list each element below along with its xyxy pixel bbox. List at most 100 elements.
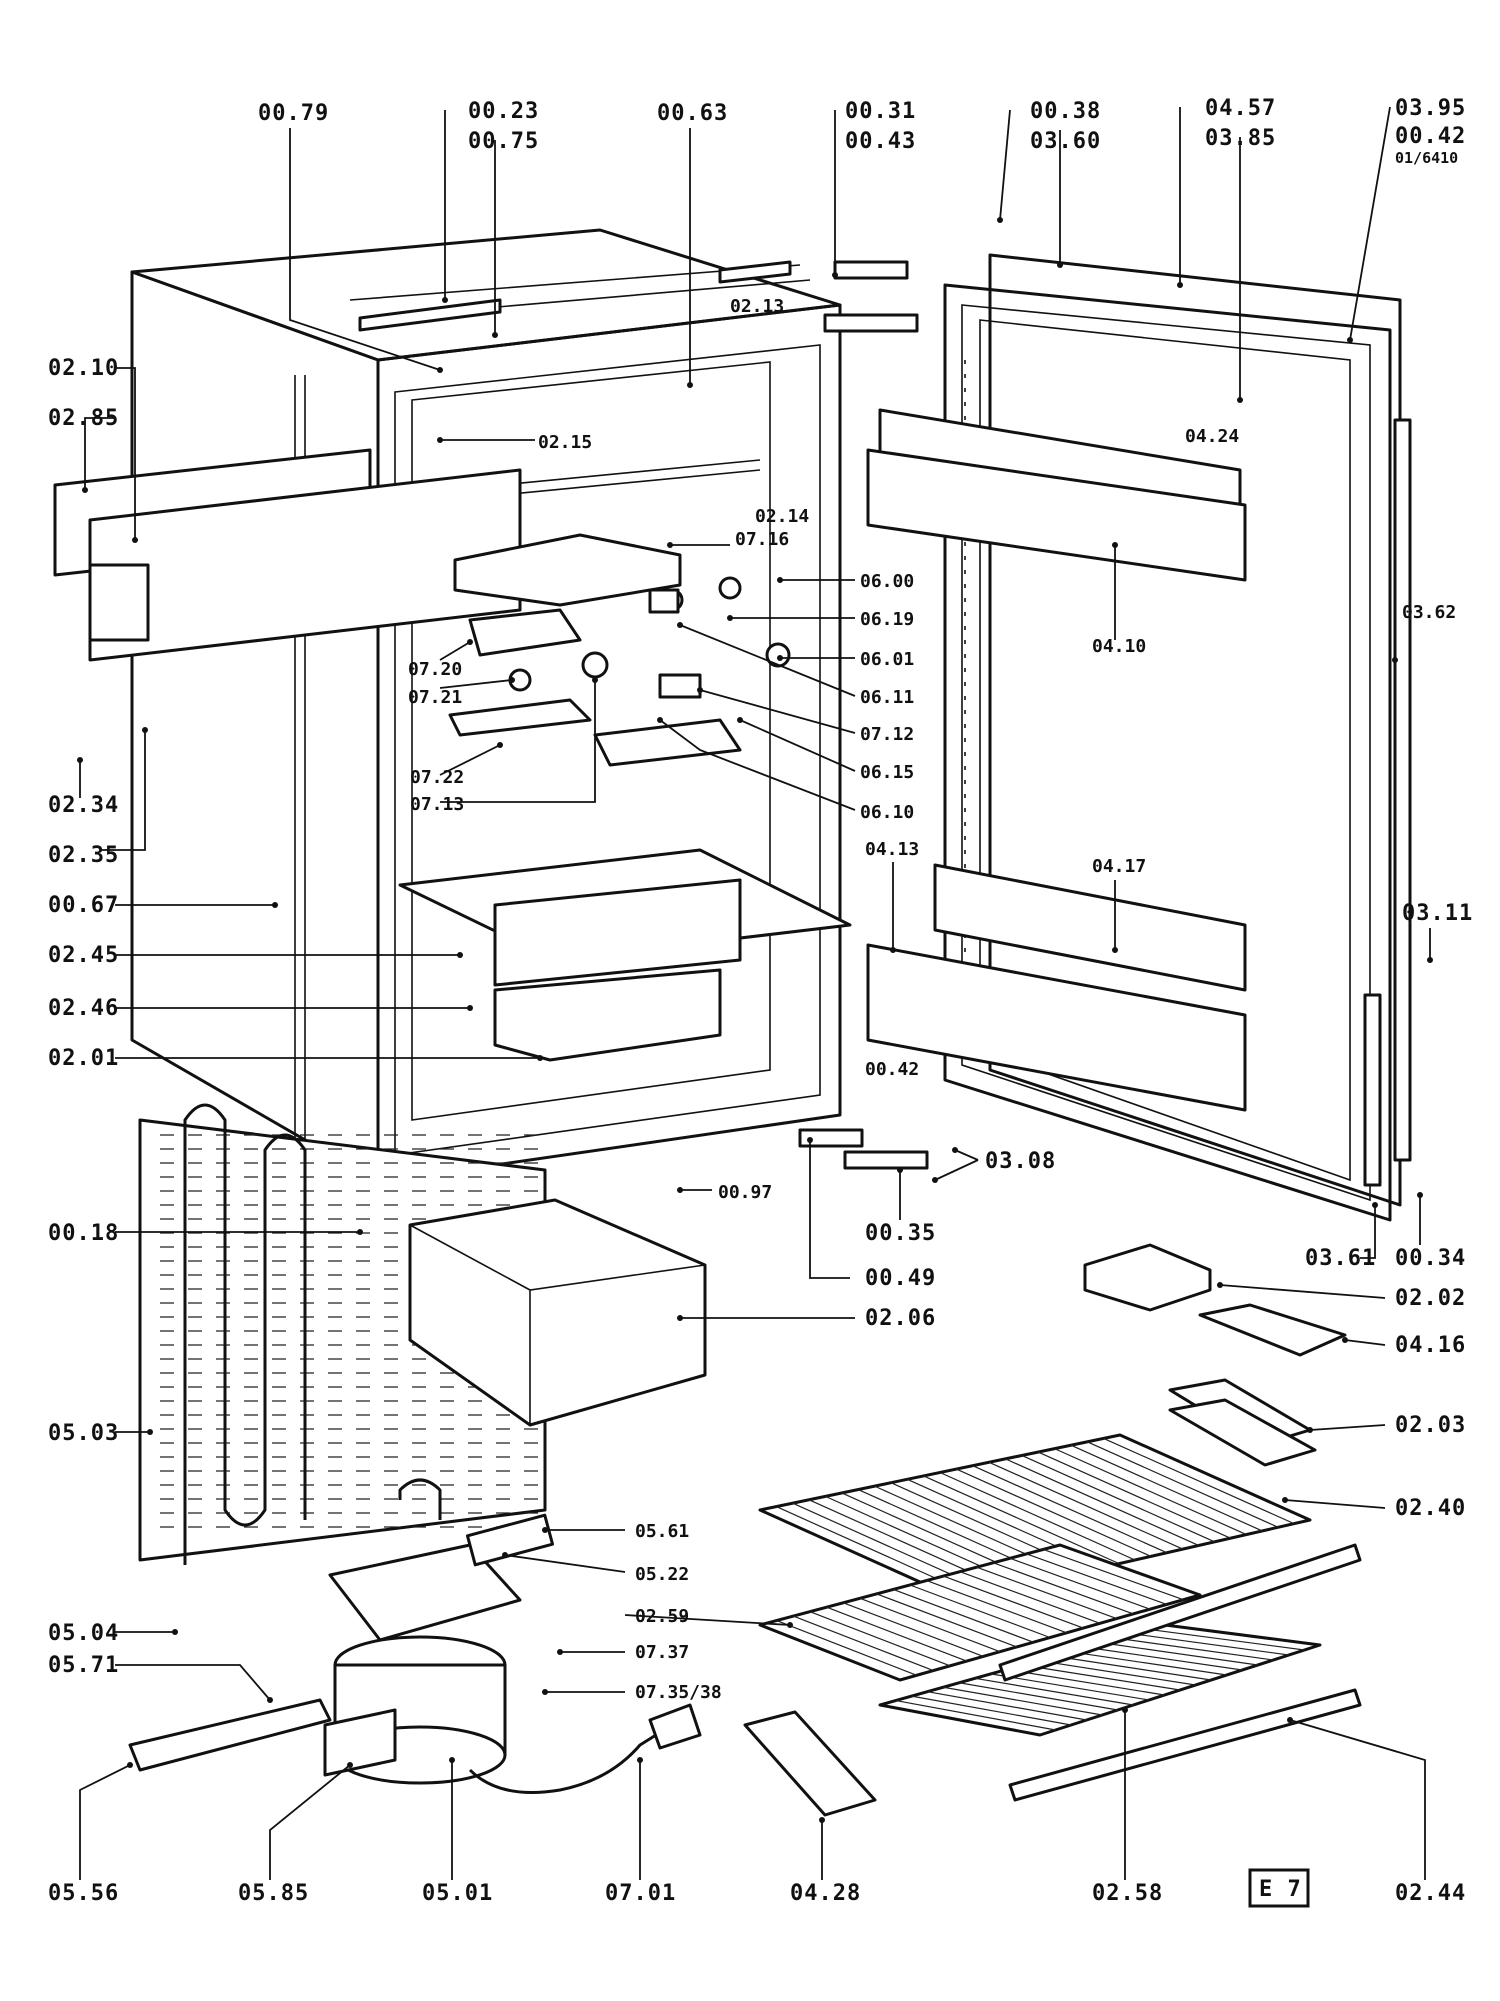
- leader-line: [699, 689, 856, 734]
- leader-dot: [127, 1762, 133, 1768]
- label-05-22: 05.22: [635, 1564, 689, 1585]
- label-07-13: 07.13: [410, 794, 464, 815]
- label-04-13: 04.13: [865, 839, 919, 860]
- label-00-63: 00.63: [657, 101, 728, 126]
- label-04-16: 04.16: [1395, 1333, 1466, 1358]
- label-06-15: 06.15: [860, 762, 914, 783]
- label-02-10: 02.10: [48, 356, 119, 381]
- butter-dish: [1083, 1243, 1212, 1312]
- vegetable-bin: [408, 1198, 707, 1427]
- label-02-15: 02.15: [538, 432, 592, 453]
- leader-line: [115, 1664, 271, 1701]
- label-02-85: 02.85: [48, 406, 119, 431]
- leader-dot: [509, 677, 515, 683]
- leader-dot: [82, 487, 88, 493]
- leader-line: [100, 730, 146, 851]
- leader-dot: [897, 1167, 903, 1173]
- leader-dot: [657, 717, 663, 723]
- label-02-01: 02.01: [48, 1046, 119, 1071]
- egg-tray: [1198, 1303, 1347, 1357]
- label-06-10: 06.10: [860, 802, 914, 823]
- label-02-45: 02.45: [48, 943, 119, 968]
- leader-line: [289, 128, 441, 371]
- label-05-56: 05.56: [48, 1881, 119, 1906]
- leader-dot: [1112, 542, 1118, 548]
- leader-dot: [819, 1817, 825, 1823]
- label-07-21: 07.21: [408, 687, 462, 708]
- leader-dot: [1347, 337, 1353, 343]
- leader-line: [739, 719, 856, 772]
- power-cable: [468, 1703, 702, 1794]
- label-00-34: 00.34: [1395, 1246, 1466, 1271]
- leader-dot: [467, 1005, 473, 1011]
- leader-line: [84, 417, 115, 490]
- label-05-03: 05.03: [48, 1421, 119, 1446]
- label-07-35-38: 07.35/38: [635, 1682, 722, 1703]
- leader-dot: [357, 1229, 363, 1235]
- label-05-61: 05.61: [635, 1521, 689, 1542]
- label-07-22: 07.22: [410, 767, 464, 788]
- label-00-79: 00.79: [258, 101, 329, 126]
- freezer-flap-door: [53, 448, 522, 662]
- leader-lines: [77, 106, 1433, 1880]
- leader-line: [1344, 1339, 1386, 1346]
- leader-line: [954, 1149, 979, 1161]
- label-02-40: 02.40: [1395, 1496, 1466, 1521]
- leader-dot: [777, 655, 783, 661]
- leader-dot: [777, 577, 783, 583]
- label-00-49: 00.49: [865, 1266, 936, 1291]
- leader-dot: [437, 367, 443, 373]
- leader-line: [439, 744, 501, 776]
- leader-dot: [492, 332, 498, 338]
- leader-dot: [347, 1762, 353, 1768]
- leader-line: [504, 1554, 626, 1573]
- label-03-61: 03.61: [1305, 1246, 1376, 1271]
- label-05-04: 05.04: [48, 1621, 119, 1646]
- label-02-06: 02.06: [865, 1306, 936, 1331]
- leader-dot: [637, 1757, 643, 1763]
- page-reference: E 7: [1248, 1868, 1310, 1908]
- leader-dot: [1057, 262, 1063, 268]
- label-00-75: 00.75: [468, 129, 539, 154]
- wire-shelf-middle: [758, 1543, 1202, 1682]
- label-02-46: 02.46: [48, 996, 119, 1021]
- leader-dot: [997, 217, 1003, 223]
- leader-dot: [1177, 282, 1183, 288]
- leader-dot: [1237, 397, 1243, 403]
- label-02-02: 02.02: [1395, 1286, 1466, 1311]
- leader-dot: [457, 952, 463, 958]
- leader-line: [679, 624, 856, 697]
- compressor-base-plate: [128, 1698, 397, 1777]
- label-03-85: 03.85: [1205, 126, 1276, 151]
- label-03-08: 03.08: [985, 1149, 1056, 1174]
- label-06-00: 06.00: [860, 571, 914, 592]
- leader-dot: [502, 1552, 508, 1558]
- leader-dot: [677, 1187, 683, 1193]
- leader-line: [79, 1764, 131, 1880]
- leader-dot: [132, 537, 138, 543]
- label-00-67: 00.67: [48, 893, 119, 918]
- leader-dot: [677, 1315, 683, 1321]
- door-shelf-lower: [866, 943, 1247, 1112]
- label-00-31: 00.31: [845, 99, 916, 124]
- leader-dot: [1122, 1707, 1128, 1713]
- label-06-01: 06.01: [860, 649, 914, 670]
- label-02-13: 02.13: [730, 296, 784, 317]
- label-00-42-top: 00.42: [1395, 124, 1466, 149]
- leader-dot: [832, 272, 838, 278]
- leader-dot: [890, 947, 896, 953]
- leader-dot: [677, 622, 683, 628]
- leader-dot: [727, 615, 733, 621]
- label-07-20: 07.20: [408, 659, 462, 680]
- leader-dot: [592, 677, 598, 683]
- leader-line: [115, 367, 136, 540]
- leader-dot: [1217, 1282, 1223, 1288]
- label-07-37: 07.37: [635, 1642, 689, 1663]
- label-04-17: 04.17: [1092, 856, 1146, 877]
- leader-dot: [442, 297, 448, 303]
- shelf-trim-strips: [998, 1543, 1362, 1802]
- leader-dot: [147, 1429, 153, 1435]
- label-02-14: 02.14: [755, 506, 809, 527]
- label-02-35: 02.35: [48, 843, 119, 868]
- leader-dot: [272, 902, 278, 908]
